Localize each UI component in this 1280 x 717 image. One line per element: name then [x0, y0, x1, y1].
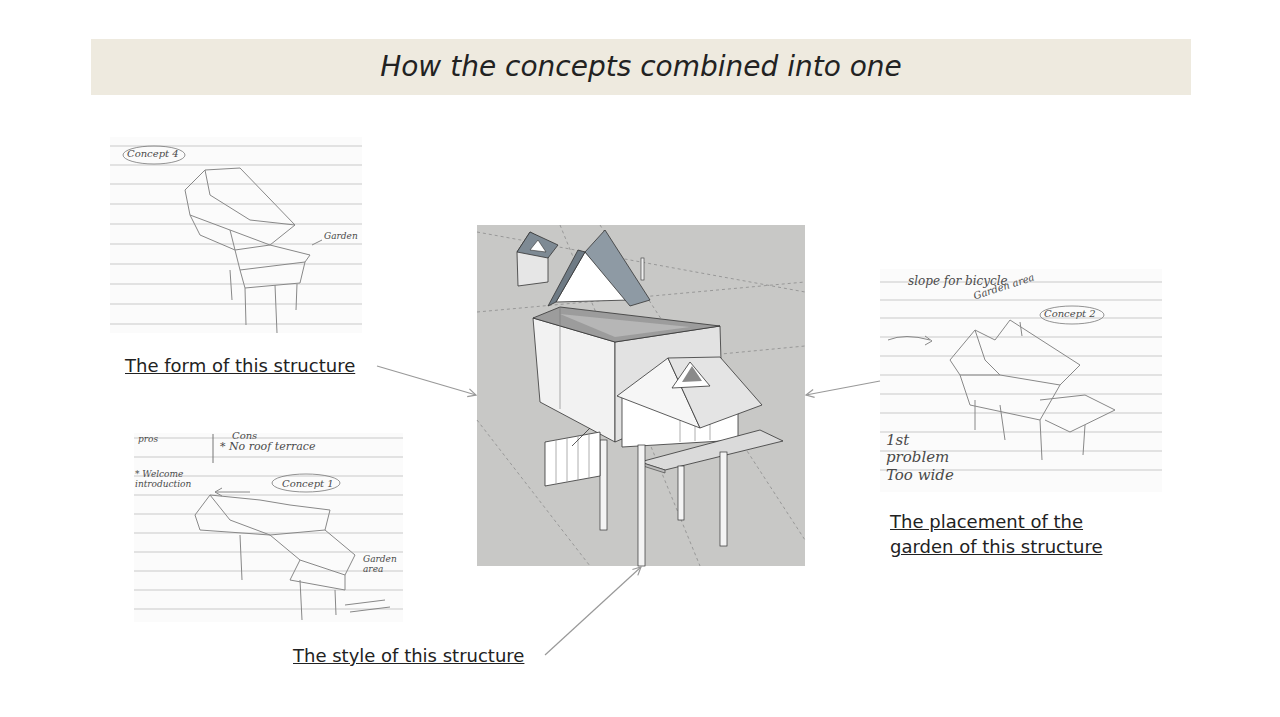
caption-label: The placement of the garden of this stru… [890, 509, 1105, 559]
handwritten-note: Garden [324, 231, 358, 241]
caption-label: The form of this structure [125, 353, 395, 378]
page-title: How the concepts combined into one [91, 39, 1191, 95]
handwritten-note: Concept 4 [127, 148, 179, 160]
handwritten-note: * Welcome introduction [135, 469, 215, 490]
handwritten-note: pros [138, 434, 158, 444]
sketch-concept-2 [880, 269, 1162, 492]
3d-model-render [477, 225, 805, 566]
leader-arrows [377, 366, 880, 655]
handwritten-note: 1st problem Too wide [886, 432, 964, 484]
sketch-panel: pros Cons* No roof terrace * Welcome intro… [134, 433, 403, 622]
caption-label: The style of this structure [293, 643, 563, 668]
sketch-panel: slope for bicycleGarden areaConcept 21st… [880, 269, 1162, 492]
sketch-concept-4 [110, 137, 362, 333]
handwritten-note: Concept 1 [282, 478, 334, 490]
sketch-concept-1 [134, 433, 403, 622]
sketch-panel: Concept 4 Garden [110, 137, 362, 333]
handwritten-note: * No roof terrace [220, 441, 316, 454]
handwritten-note: Garden area [363, 554, 401, 575]
handwritten-note: Cons [232, 430, 257, 442]
handwritten-note: Concept 2 [1044, 308, 1096, 320]
